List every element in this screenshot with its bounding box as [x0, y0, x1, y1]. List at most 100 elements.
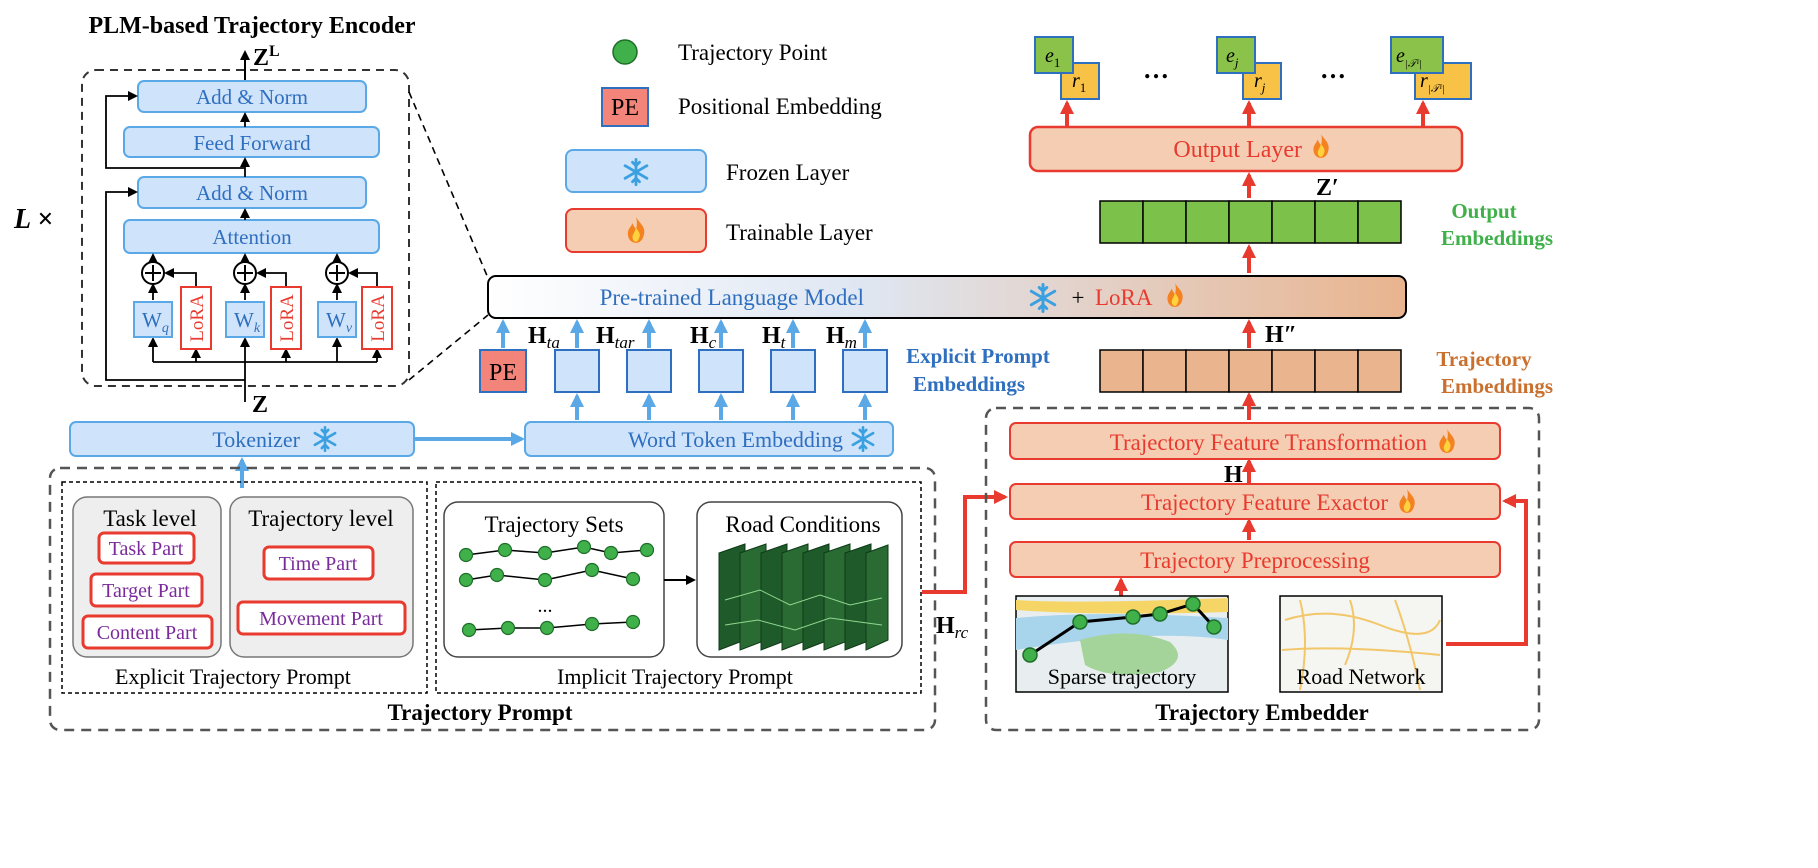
wk-label: Wk [234, 308, 261, 336]
trajectory-set-points [458, 539, 655, 638]
plm-label: Pre-trained Language Model [600, 285, 864, 310]
z-prime-label: Z′ [1316, 175, 1339, 201]
wq-box [133, 301, 173, 338]
h-c-label: Hc [690, 323, 717, 352]
prompt-up-arrows [496, 319, 872, 420]
trajectory-point-legend-icon [612, 39, 638, 65]
road-condition-frames [718, 543, 889, 651]
trajectory-prompt-title: Trajectory Prompt [388, 700, 573, 725]
r1-label: r1 [1072, 70, 1086, 95]
trajectory-embedding-cells [1099, 349, 1402, 393]
sparse-water [1016, 614, 1228, 650]
target-part-label: Target Part [102, 580, 190, 602]
ej-label: ej [1226, 45, 1239, 70]
output-token-ej [1216, 36, 1282, 100]
pe-legend-label: PE [611, 95, 639, 121]
lora-box-k [270, 286, 302, 350]
h-ta-label: Hta [528, 323, 560, 352]
encoder-internal-arrows [105, 91, 382, 402]
time-part-label: Time Part [279, 553, 358, 575]
trajectory-sets-ellipsis: ... [538, 595, 553, 617]
pe-legend-box [601, 87, 649, 127]
add-norm-top-box [137, 80, 367, 113]
implicit-prompt-title: Implicit Trajectory Prompt [557, 664, 793, 689]
road-network-label: Road Network [1297, 664, 1426, 689]
prompt-part-boxes [81, 531, 407, 650]
trajectory-embedder-title: Trajectory Embedder [1155, 700, 1369, 725]
task-part-label: Task Part [109, 538, 184, 560]
attention-box [123, 219, 380, 254]
hrc-arrow [922, 490, 1008, 594]
zoom-line-bottom [408, 314, 489, 381]
sparse-park [1080, 633, 1178, 675]
output-embeddings-line1: Output [1451, 199, 1516, 223]
road-network-arrow [1446, 494, 1528, 646]
trajectory-prompt-outline [48, 466, 937, 732]
legend-trajectory-point: Trajectory Point [678, 40, 828, 65]
output-ellipsis-2: … [1320, 55, 1346, 84]
preprocessing-label: Trajectory Preprocessing [1140, 548, 1370, 573]
explicit-prompt-outline [61, 481, 428, 694]
add-norm-bottom-label: Add & Norm [196, 181, 308, 205]
explicit-prompt-title: Explicit Trajectory Prompt [115, 664, 351, 689]
output-layer-box [1028, 125, 1464, 173]
h-rc-label: Hrc [936, 613, 969, 642]
repeat-label: L × [13, 204, 53, 235]
lora-label-k: LoRA [277, 294, 298, 342]
feed-forward-box [123, 126, 380, 158]
attention-label: Attention [212, 225, 292, 249]
explicit-prompt-embeddings-line2: Embeddings [913, 372, 1025, 396]
h-double-prime-label: H″ [1265, 322, 1297, 348]
implicit-prompt-outline [435, 481, 922, 694]
feature-transformation-label: Trajectory Feature Transformation [1110, 430, 1428, 455]
legend-frozen-layer: Frozen Layer [726, 160, 850, 185]
zoom-line-top [408, 91, 489, 279]
e1-label: e1 [1045, 45, 1060, 70]
add-norm-bottom-box [137, 176, 367, 209]
trajectory-sets-title: Trajectory Sets [484, 512, 623, 537]
output-ellipsis-1: … [1143, 55, 1169, 84]
wv-box [317, 301, 357, 338]
output-up-arrows [1060, 100, 1430, 596]
road-conditions-title: Road Conditions [725, 512, 880, 537]
h-label: H [1224, 462, 1243, 488]
feature-transformation-box [1009, 422, 1501, 460]
word-token-embedding-box [524, 421, 894, 457]
output-token-en [1390, 36, 1472, 100]
en-label: e|𝒯ᵋ| [1396, 45, 1422, 70]
h-tar-label: Htar [596, 323, 635, 352]
lora-label-v: LoRA [368, 294, 389, 342]
road-network-panel [1279, 595, 1443, 693]
encoder-output-label: ZL [253, 43, 280, 71]
preprocessing-box [1009, 541, 1501, 578]
trajectory-embedder-outline [984, 406, 1541, 732]
trajectory-embeddings-line1: Trajectory [1436, 347, 1532, 371]
wq-label: Wq [142, 308, 169, 336]
pe-label: PE [489, 360, 517, 386]
trajectory-embeddings-line2: Embeddings [1441, 374, 1553, 398]
wv-label: Wv [326, 308, 353, 336]
output-embedding-cells [1099, 200, 1402, 244]
prompt-token-boxes [554, 349, 888, 393]
output-token-e1 [1034, 36, 1100, 100]
encoder-input-label: Z [252, 392, 268, 418]
word-token-embedding-label: Word Token Embedding [628, 427, 843, 452]
h-m-label: Hm [826, 323, 857, 352]
road-network-lines [1281, 599, 1441, 691]
task-level-title: Task level [103, 506, 197, 531]
rn-label: r|𝒯ᵋ| [1420, 70, 1445, 95]
lora-box-v [361, 286, 393, 350]
feature-exactor-box [1009, 483, 1501, 520]
encoder-block-outline [81, 69, 410, 387]
wk-box [225, 301, 265, 338]
add-norm-top-label: Add & Norm [196, 85, 308, 109]
lora-label-q: LoRA [187, 294, 208, 342]
content-part-label: Content Part [97, 622, 198, 644]
sparse-trajectory-points [1022, 596, 1222, 663]
movement-part-label: Movement Part [259, 608, 383, 630]
feature-exactor-label: Trajectory Feature Exactor [1141, 490, 1388, 515]
legend-positional-embedding: Positional Embedding [678, 94, 882, 119]
lora-box-q [180, 286, 212, 350]
h-t-label: Ht [762, 323, 787, 352]
